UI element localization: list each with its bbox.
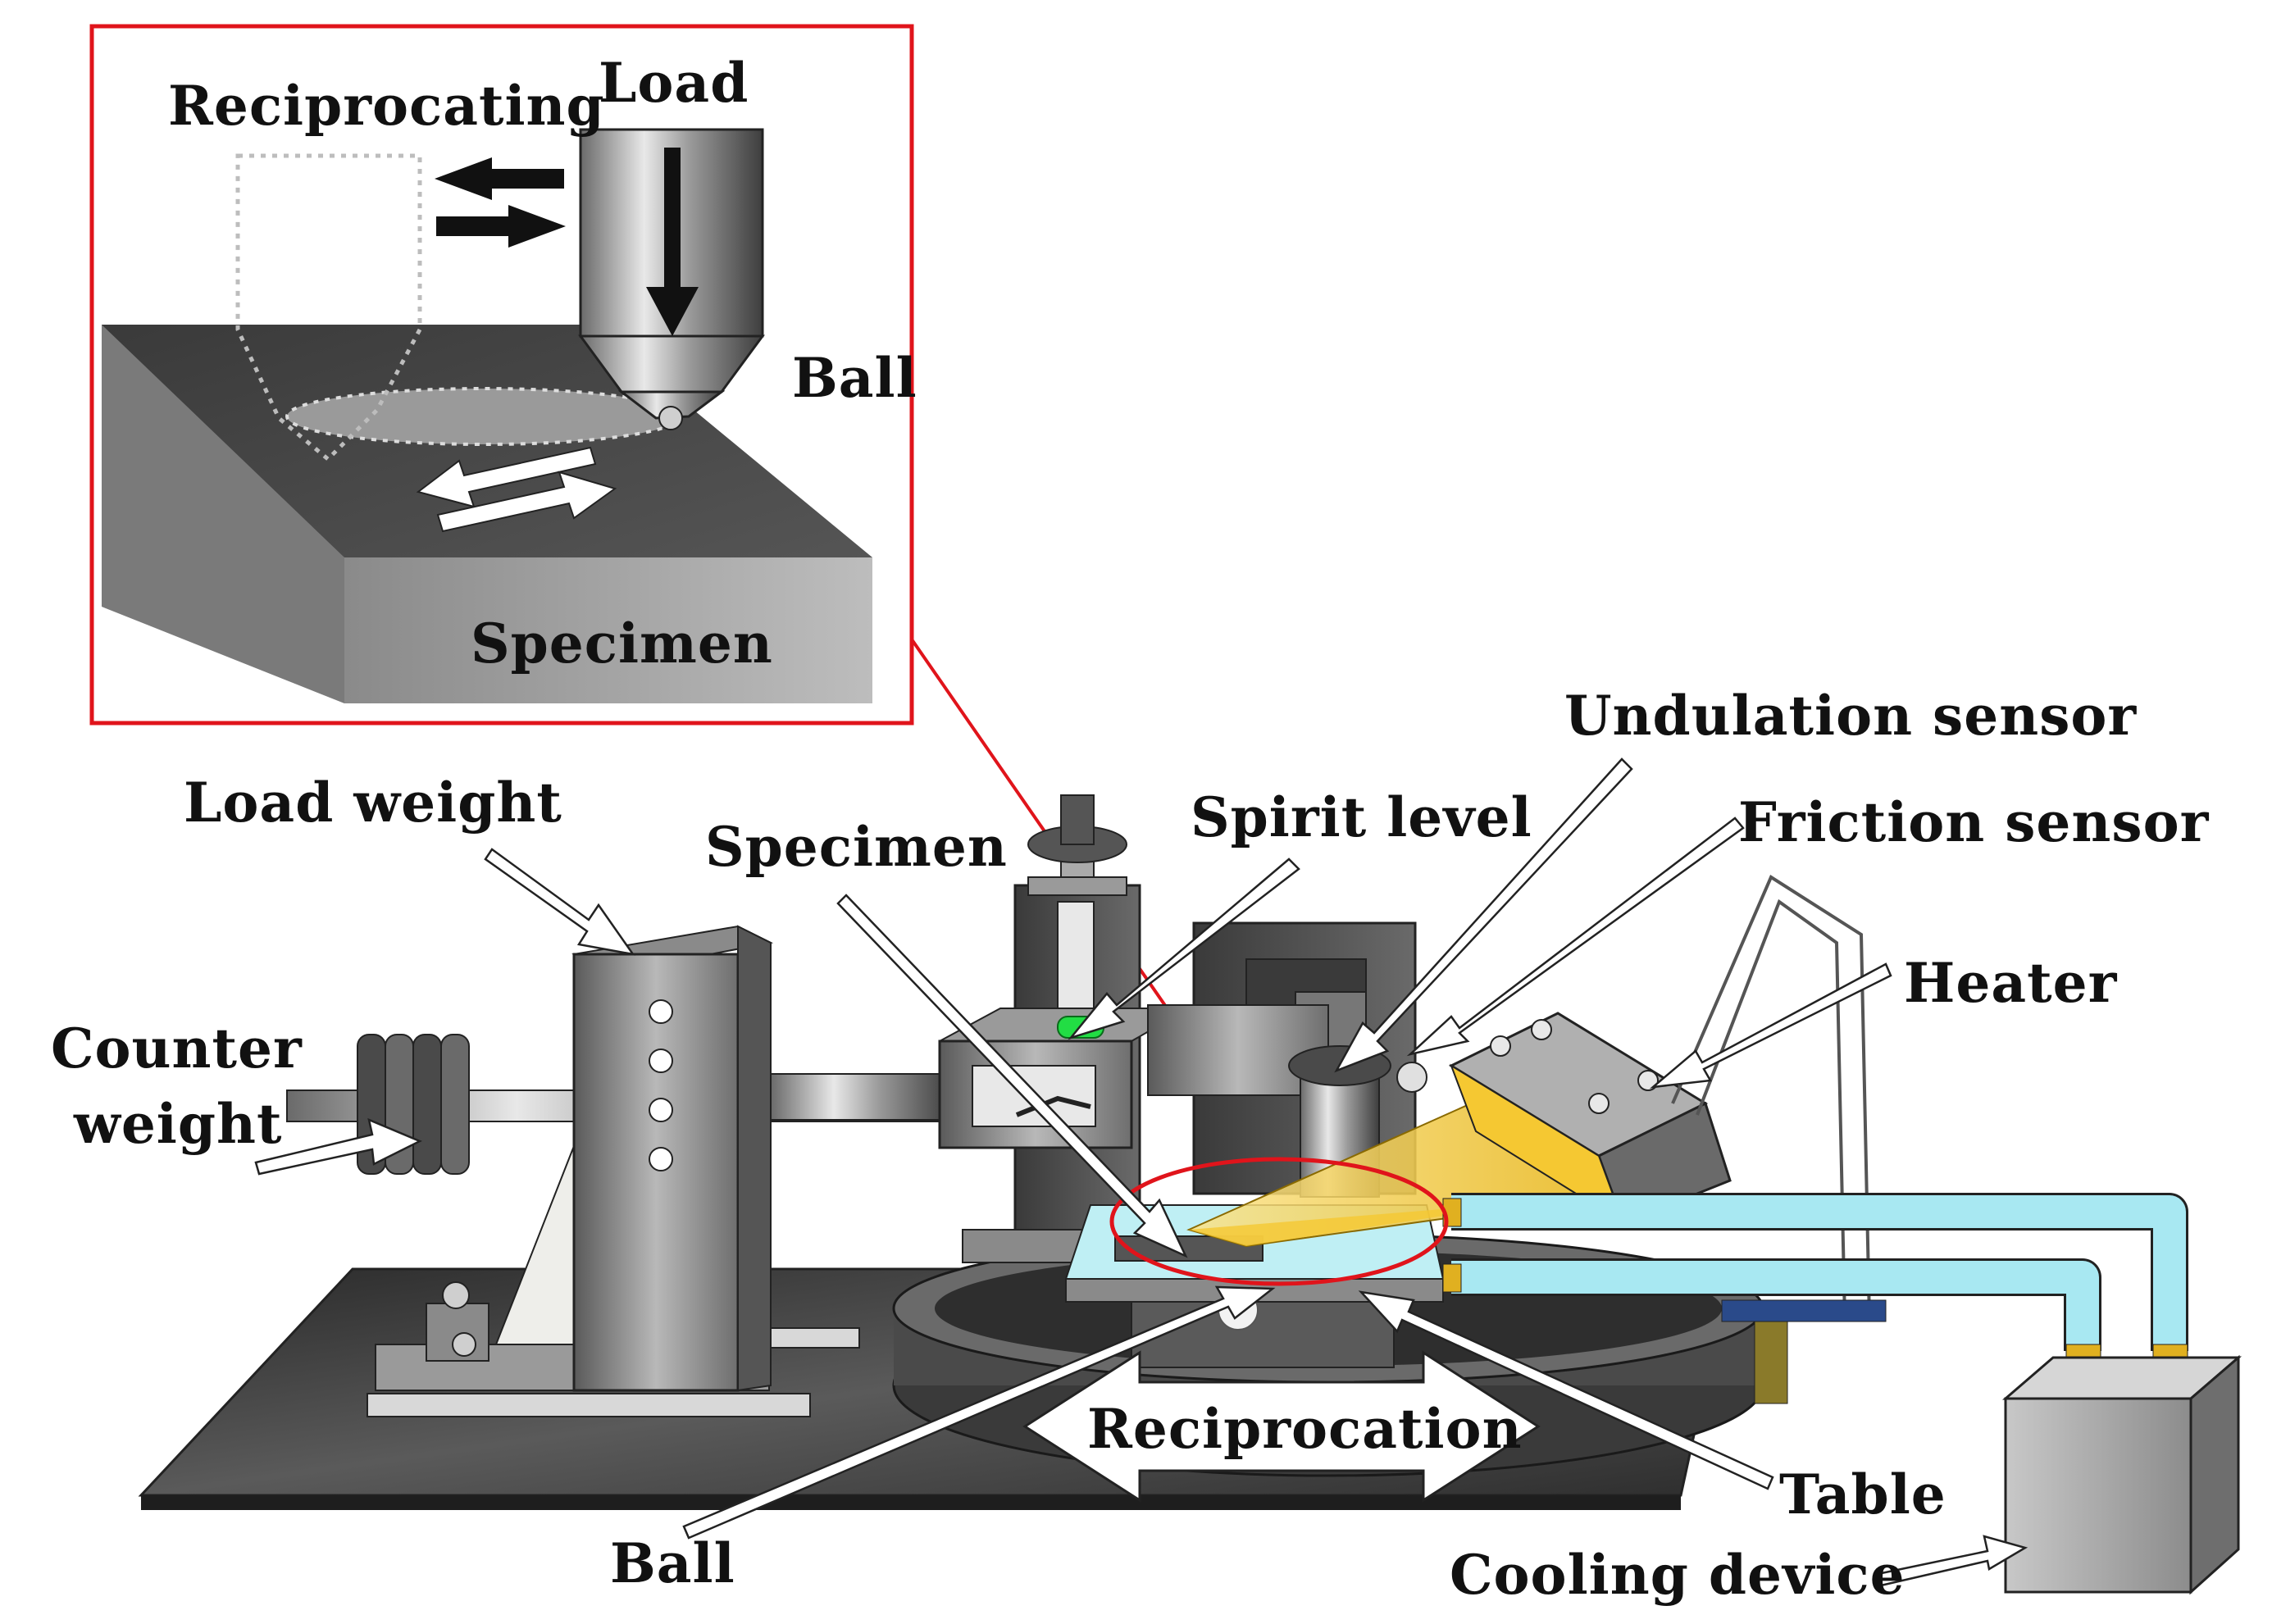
arrow-ball bbox=[682, 1285, 1276, 1540]
label-reciprocation: Reciprocation bbox=[1087, 1397, 1523, 1461]
heater-stand bbox=[1671, 875, 1871, 1321]
arrow-spirit-level bbox=[1068, 857, 1300, 1040]
arrow-load-weight bbox=[484, 848, 635, 956]
inset-motion-arrows bbox=[416, 446, 617, 533]
arrow-counter-weight bbox=[254, 1117, 422, 1176]
label-counter-weight-2: weight bbox=[73, 1092, 283, 1156]
contact-highlight bbox=[1109, 1157, 1449, 1286]
label-friction-sensor: Friction sensor bbox=[1738, 790, 2210, 854]
load-arrow bbox=[646, 148, 699, 336]
wear-track bbox=[285, 387, 682, 446]
inset-specimen-front bbox=[344, 557, 872, 703]
label-counter-weight-1: Counter bbox=[51, 1017, 303, 1080]
inset-ball-label: Ball bbox=[792, 346, 917, 410]
callout-arrows bbox=[254, 757, 2028, 1587]
arrow-heater bbox=[1650, 962, 1892, 1089]
inset-load-label: Load bbox=[599, 51, 749, 115]
arrow-specimen bbox=[836, 894, 1188, 1258]
ghost-ball-holder bbox=[235, 153, 422, 462]
support-bracket bbox=[485, 1145, 582, 1368]
reciprocating-arrows bbox=[435, 157, 566, 248]
arm-block bbox=[938, 1008, 1192, 1149]
label-heater: Heater bbox=[1904, 951, 2118, 1015]
inset-reciprocating-label: Reciprocating bbox=[168, 74, 605, 138]
counter-weight-discs bbox=[357, 1034, 470, 1175]
label-cooling-device: Cooling device bbox=[1450, 1543, 1905, 1607]
load-weight-box bbox=[571, 925, 774, 1392]
cooling-device-box bbox=[2001, 1354, 2242, 1595]
labels: Load weight Counter weight Specimen Spir… bbox=[51, 684, 2210, 1607]
label-table: Table bbox=[1779, 1463, 1946, 1526]
arrow-cooling-device bbox=[1876, 1535, 2028, 1587]
label-spirit-level: Spirit level bbox=[1191, 785, 1532, 849]
inset-specimen-label: Specimen bbox=[471, 612, 773, 676]
label-ball: Ball bbox=[610, 1531, 735, 1595]
arrow-undulation bbox=[1334, 757, 1633, 1073]
inset-panel: Reciprocating Load Ball Specimen bbox=[89, 24, 917, 726]
reciprocation-arrow bbox=[1022, 1350, 1541, 1503]
inset-specimen-side bbox=[102, 325, 344, 703]
label-specimen: Specimen bbox=[705, 815, 1008, 879]
label-undulation-sensor: Undulation sensor bbox=[1564, 684, 2137, 748]
label-load-weight: Load weight bbox=[184, 771, 562, 835]
arrow-friction bbox=[1406, 817, 1745, 1057]
cooling-pipes bbox=[1442, 1193, 2188, 1404]
arrow-table bbox=[1358, 1290, 1774, 1490]
